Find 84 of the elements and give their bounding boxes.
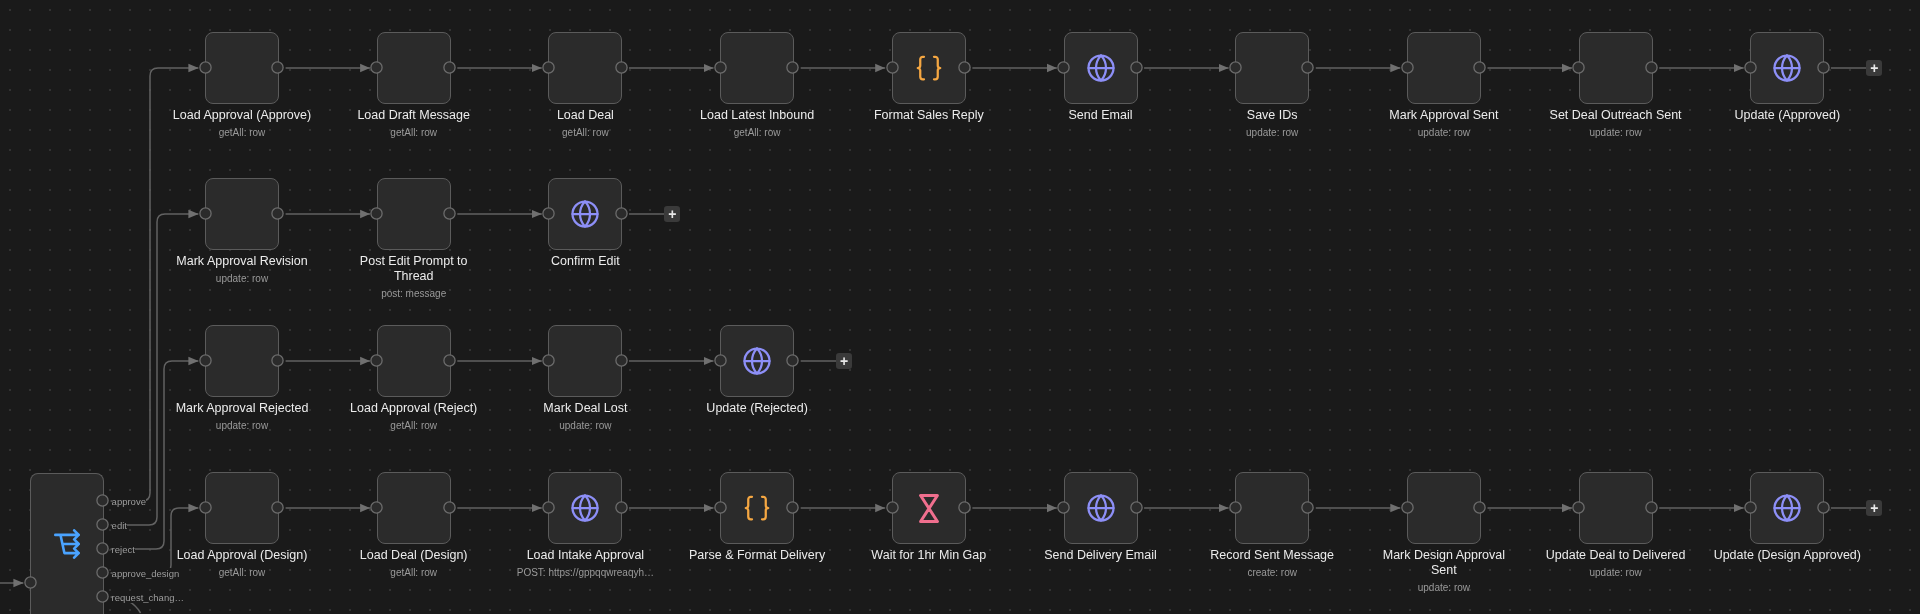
node-title: Load Approval (Approve) <box>172 107 312 123</box>
arrow <box>628 63 715 73</box>
node-title: Mark Approval Revision <box>176 253 308 269</box>
node-title: Send Delivery Email <box>1044 547 1157 563</box>
node-subtitle: update: row <box>1417 125 1470 139</box>
node-subtitle: update: row <box>1246 125 1299 139</box>
node-title: Mark Approval Rejected <box>175 400 309 416</box>
node-title: Send Email <box>1068 107 1133 123</box>
node-title: Set Deal Outreach Sent <box>1549 107 1682 123</box>
add-node-button: + <box>1866 60 1883 76</box>
node-subtitle: getAll: row <box>390 418 438 432</box>
node-title: Parse & Format Delivery <box>689 547 826 563</box>
arrow <box>284 356 371 366</box>
node-title: Update (Rejected) <box>706 400 808 416</box>
edge-label: reject <box>111 543 135 555</box>
arrow <box>971 63 1058 73</box>
node-title: Save IDs <box>1246 107 1298 123</box>
arrow <box>456 63 543 73</box>
connector-line <box>1830 67 1868 69</box>
node-title: Update (Approved) <box>1734 107 1841 123</box>
arrow <box>971 503 1058 513</box>
node-subtitle: getAll: row <box>562 125 609 139</box>
arrow <box>284 503 371 513</box>
arrow <box>284 209 371 219</box>
arrow <box>1486 503 1573 513</box>
node-subtitle: update: row <box>215 418 269 432</box>
node-title: Format Sales Reply <box>873 107 984 123</box>
node-subtitle: update: row <box>215 271 269 285</box>
arrow <box>1315 63 1402 73</box>
arrow <box>1486 63 1573 73</box>
node-subtitle: getAll: row <box>733 125 781 139</box>
edge-label: approve_design <box>111 567 180 579</box>
node-title: Mark Design Approval Sent <box>1381 547 1507 578</box>
node-subtitle: getAll: row <box>390 565 438 579</box>
node-title: Update (Design Approved) <box>1713 547 1861 563</box>
node-subtitle: update: row <box>1589 565 1642 579</box>
connector-line <box>628 213 666 215</box>
arrow <box>456 503 543 513</box>
node-subtitle: update: row <box>1417 580 1470 594</box>
node-title: Load Latest Inbound <box>700 107 815 123</box>
node-title: Load Intake Approval <box>526 547 645 563</box>
arrow <box>799 503 886 513</box>
node-subtitle: POST: https://gppqqwreaqyh… <box>516 565 655 579</box>
node-title: Load Approval (Reject) <box>350 400 478 416</box>
connector-line <box>1830 507 1868 509</box>
arrow <box>109 209 200 526</box>
arrow <box>0 578 25 588</box>
arrow <box>799 63 886 73</box>
arrow <box>109 356 200 550</box>
arrow <box>456 356 543 366</box>
node-title: Post Edit Prompt to Thread <box>358 253 469 284</box>
node-title: Wait for 1hr Min Gap <box>871 547 987 563</box>
arrow <box>628 503 715 513</box>
arrow <box>1658 63 1745 73</box>
node-title: Load Deal (Design) <box>359 547 468 563</box>
add-node-button: + <box>1866 500 1883 516</box>
node-title: Confirm Edit <box>551 253 620 269</box>
edge-label: edit <box>111 519 127 531</box>
node-subtitle: getAll: row <box>218 565 266 579</box>
arrow <box>628 356 715 366</box>
connector-line <box>799 360 837 362</box>
node-subtitle: update: row <box>559 418 612 432</box>
arrow <box>1143 63 1230 73</box>
node-title: Load Approval (Design) <box>176 547 308 563</box>
arrow <box>1143 503 1230 513</box>
node-title: Update Deal to Delivered <box>1545 547 1686 563</box>
node-subtitle: getAll: row <box>218 125 266 139</box>
add-node-button: + <box>836 353 853 369</box>
node-title: Mark Approval Sent <box>1389 107 1499 123</box>
arrow <box>1315 503 1402 513</box>
node-subtitle: update: row <box>1589 125 1642 139</box>
add-node-button: + <box>664 206 681 222</box>
arrow <box>109 63 200 502</box>
node-title: Mark Deal Lost <box>543 400 628 416</box>
node-subtitle: post: message <box>381 286 447 300</box>
edge-label: request_chang… <box>111 591 184 603</box>
arrow <box>1658 503 1745 513</box>
node-title: Record Sent Message <box>1210 547 1335 563</box>
arrow <box>284 63 371 73</box>
node-title: Load Draft Message <box>357 107 470 123</box>
node-title: Load Deal <box>556 107 614 123</box>
arrow <box>456 209 543 219</box>
node-subtitle: create: row <box>1247 565 1297 579</box>
node-subtitle: getAll: row <box>390 125 438 139</box>
